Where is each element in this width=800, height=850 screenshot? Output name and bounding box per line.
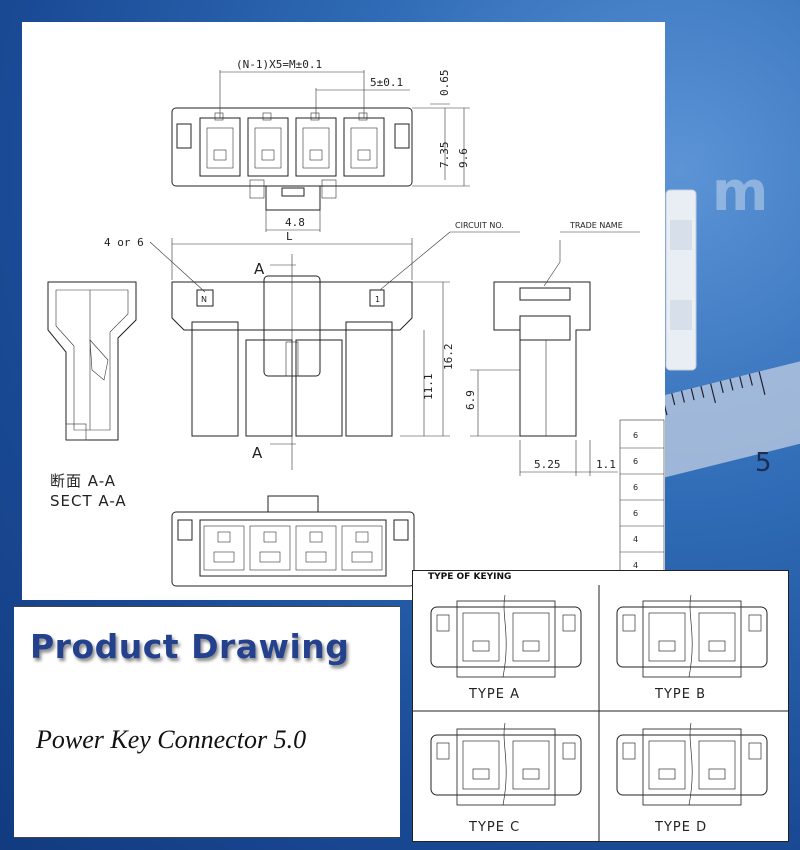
table-cell: 6 (633, 457, 638, 466)
dim-48-label: 4.8 (285, 216, 305, 229)
marker-n-label: N (201, 295, 207, 304)
page-title: Product Drawing (30, 627, 350, 666)
dim-735-label: 7.35 (438, 142, 451, 169)
bottom-view (171, 495, 415, 587)
four-or-six-label: 4 or 6 (104, 236, 144, 249)
dim-69-label: 6.9 (464, 390, 477, 410)
ruler-photo (660, 360, 800, 480)
keying-panel: TYPE A TYPE B TYPE C TYPE D (412, 570, 789, 842)
product-subtitle: Power Key Connector 5.0 (36, 725, 307, 754)
dim-162-label: 16.2 (442, 344, 455, 371)
type-b-label: TYPE B (654, 687, 706, 702)
marker-1-label: 1 (375, 295, 380, 304)
sect-en-label: SECT A-A (50, 492, 127, 510)
table-cell: 6 (633, 431, 638, 440)
keying-caption: TYPE OF KEYING (425, 572, 515, 582)
watermark-text: m (712, 160, 769, 223)
table-cell: 6 (633, 483, 638, 492)
circuit-no-label: CIRCUIT NO. (455, 221, 504, 230)
dim-065-label: 0.65 (438, 70, 451, 97)
pitch-label: 5±0.1 (370, 76, 403, 89)
dim-11-label: 1.1 (596, 458, 616, 471)
technical-drawing: (N-1)X5=M±0.1 5±0.1 0.65 7.35 9.6 4.8 L (22, 22, 665, 600)
side-view: TRADE NAME 6.9 5.25 1.1 (464, 221, 640, 476)
section-a-bottom-label: A (252, 444, 263, 462)
table-cell: 4 (633, 535, 638, 544)
type-c-label: TYPE C (468, 820, 520, 835)
dim-l-label: L (286, 230, 293, 243)
top-view: (N-1)X5=M±0.1 5±0.1 0.65 7.35 9.6 4.8 (171, 58, 470, 232)
pitch-formula-label: (N-1)X5=M±0.1 (236, 58, 322, 71)
table-cell: 4 (633, 561, 638, 570)
connector-photo (665, 189, 697, 371)
side-table: 6 6 6 6 4 4 (619, 419, 665, 581)
trade-name-label: TRADE NAME (569, 221, 623, 230)
title-panel: Product Drawing Power Key Connector 5.0 (14, 606, 400, 838)
table-cell: 6 (633, 509, 638, 518)
ruler-digit: 5 (755, 448, 772, 478)
type-d-label: TYPE D (654, 820, 707, 835)
front-view: L N 1 A A 4 or 6 CIRCUIT NO. (104, 221, 520, 470)
type-a-label: TYPE A (468, 687, 520, 702)
dim-96-label: 9.6 (457, 148, 470, 168)
section-a-top-label: A (254, 260, 265, 278)
dim-111-label: 11.1 (422, 374, 435, 401)
sect-cn-label: 断面 A-A (50, 472, 116, 490)
section-view: 断面 A-A SECT A-A (47, 281, 137, 510)
keying-diagram: TYPE A TYPE B TYPE C TYPE D (413, 585, 788, 841)
dim-525-label: 5.25 (534, 458, 561, 471)
drawing-canvas: (N-1)X5=M±0.1 5±0.1 0.65 7.35 9.6 4.8 L (47, 58, 665, 587)
